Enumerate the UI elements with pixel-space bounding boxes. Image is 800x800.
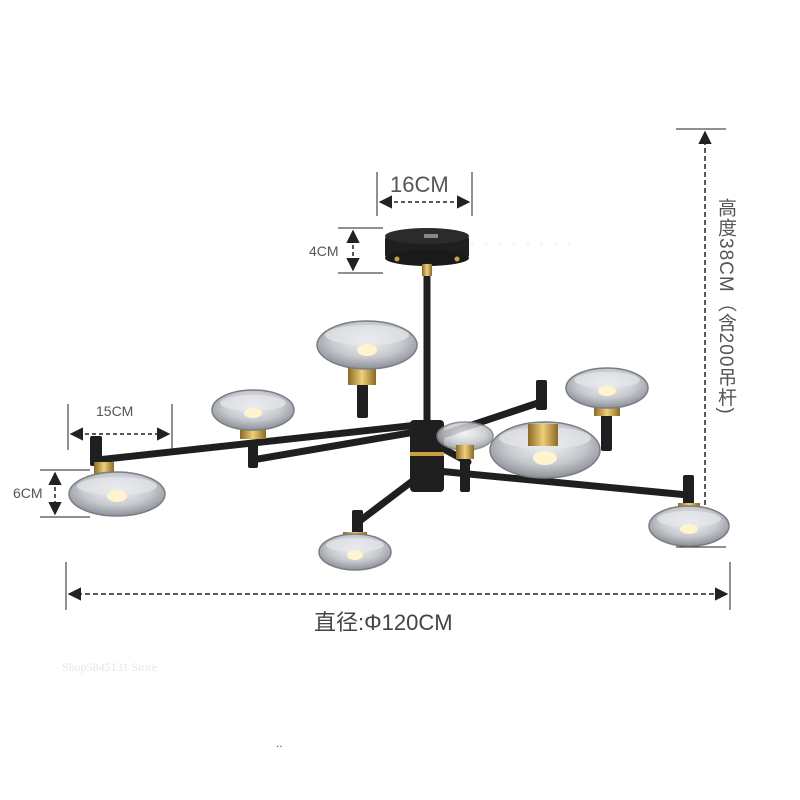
shade-center-right — [489, 421, 601, 479]
dimension-canopy-width — [376, 172, 473, 216]
faint-watermark: ◦ ◦ ◦ ◦ ◦ ◦ ◦ ◦ — [470, 236, 575, 251]
ceiling-canopy — [385, 228, 469, 266]
shade-mid-left — [211, 389, 295, 439]
shade-left — [68, 462, 166, 517]
store-watermark: Shop5845131 Store — [62, 660, 158, 674]
dimension-height — [676, 128, 726, 548]
arms — [93, 398, 692, 527]
shade-top — [316, 320, 418, 385]
height-label: 高度38CM（含200吊杆) — [715, 198, 736, 415]
dots-mark: .. — [276, 736, 283, 750]
shade-width-label: 15CM — [96, 403, 134, 419]
arm-posts — [90, 378, 694, 536]
chandelier — [68, 228, 730, 571]
shade-height-label: 6CM — [13, 485, 43, 501]
diameter-label: 直径:Φ120CM — [314, 610, 453, 635]
shade-upper-right — [565, 367, 649, 416]
shade-right — [648, 503, 730, 547]
dimension-shade-height — [40, 469, 90, 518]
dimension-canopy-height — [338, 227, 383, 274]
shade-bottom — [318, 532, 392, 571]
dimension-shade-width — [67, 404, 173, 450]
shade-center — [436, 421, 494, 459]
central-hub — [410, 420, 444, 492]
dimension-diameter — [65, 562, 731, 610]
canopy-height-label: 4CM — [309, 243, 339, 259]
canopy-width-label: 16CM — [390, 172, 449, 197]
